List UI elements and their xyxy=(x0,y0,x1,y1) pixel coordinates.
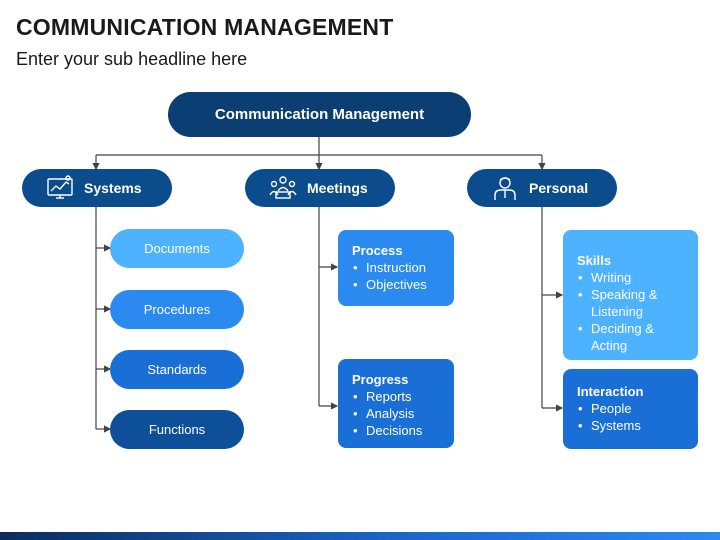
systems-item-functions: Functions xyxy=(110,410,244,449)
category-personal: Personal xyxy=(467,169,617,207)
category-label: Personal xyxy=(529,180,589,196)
systems-item-standards: Standards xyxy=(110,350,244,389)
chart-monitor-icon xyxy=(46,174,74,202)
list-item: Reports xyxy=(352,388,442,405)
box-title: Skills xyxy=(577,253,611,268)
meetings-box-progress: Progress Reports Analysis Decisions xyxy=(338,359,454,448)
list-item: Analysis xyxy=(352,405,442,422)
page-title: COMMUNICATION MANAGEMENT xyxy=(16,14,394,40)
list-item: Instruction xyxy=(352,259,442,276)
page-subtitle: Enter your sub headline here xyxy=(16,49,248,69)
box-title: Progress xyxy=(352,372,409,387)
list-item: Speaking & Listening xyxy=(577,286,686,320)
root-node: Communication Management xyxy=(168,92,471,137)
person-icon xyxy=(491,174,519,202)
category-systems: Systems xyxy=(22,169,172,207)
box-list: Reports Analysis Decisions xyxy=(352,388,442,439)
list-item: Decisions xyxy=(352,422,442,439)
list-item: Deciding & Acting xyxy=(577,320,686,354)
meetings-box-process: Process Instruction Objectives xyxy=(338,230,454,306)
box-list: People Systems xyxy=(577,400,686,434)
category-meetings: Meetings xyxy=(245,169,395,207)
list-item: People xyxy=(577,400,686,417)
personal-box-interaction: Interaction People Systems xyxy=(563,369,698,449)
systems-item-documents: Documents xyxy=(110,229,244,268)
category-label: Systems xyxy=(84,180,142,196)
meeting-people-icon xyxy=(269,174,297,202)
personal-box-skills: Skills Writing Speaking & Listening Deci… xyxy=(563,230,698,360)
category-label: Meetings xyxy=(307,180,368,196)
box-list: Writing Speaking & Listening Deciding & … xyxy=(577,269,686,354)
list-item: Systems xyxy=(577,417,686,434)
box-list: Instruction Objectives xyxy=(352,259,442,293)
list-item: Objectives xyxy=(352,276,442,293)
footer-gradient-bar xyxy=(0,532,720,540)
box-title: Interaction xyxy=(577,384,644,399)
box-title: Process xyxy=(352,243,403,258)
systems-item-procedures: Procedures xyxy=(110,290,244,329)
list-item: Writing xyxy=(577,269,686,286)
